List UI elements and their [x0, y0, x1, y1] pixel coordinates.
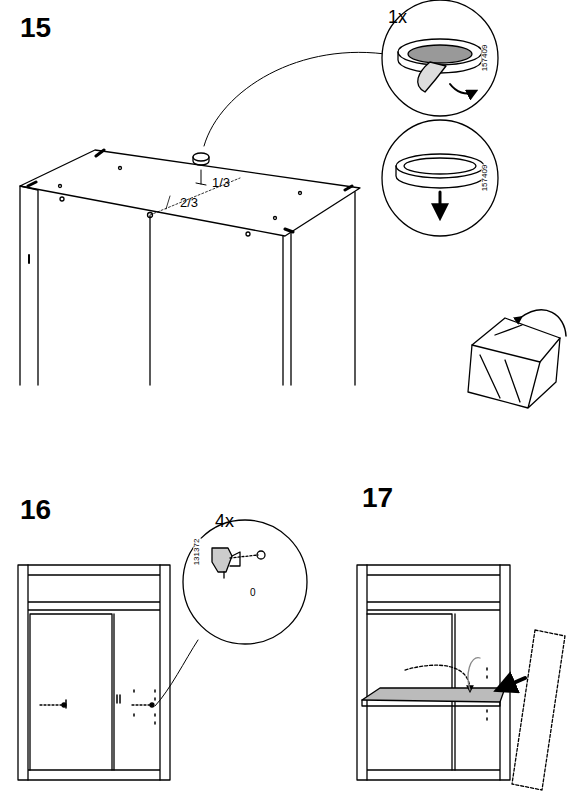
part-number: 157409: [481, 45, 489, 72]
step-number: 17: [362, 484, 393, 512]
wardrobe-front-shelf: [357, 565, 565, 790]
pad-callout: [382, 0, 498, 236]
part-number: 157409: [481, 165, 489, 192]
wardrobe-top-view: [20, 52, 392, 385]
unit-icon: [468, 310, 566, 408]
step-number: 15: [20, 14, 51, 42]
quantity: 1x: [388, 8, 407, 26]
dimension: 1/3: [212, 176, 230, 189]
hole-mark: 0: [250, 588, 256, 598]
quantity: 4x: [215, 512, 234, 530]
step-number: 16: [20, 496, 51, 524]
dimension: 2/3: [180, 196, 198, 209]
part-number: 131372: [193, 539, 201, 566]
wardrobe-front: [18, 520, 307, 780]
